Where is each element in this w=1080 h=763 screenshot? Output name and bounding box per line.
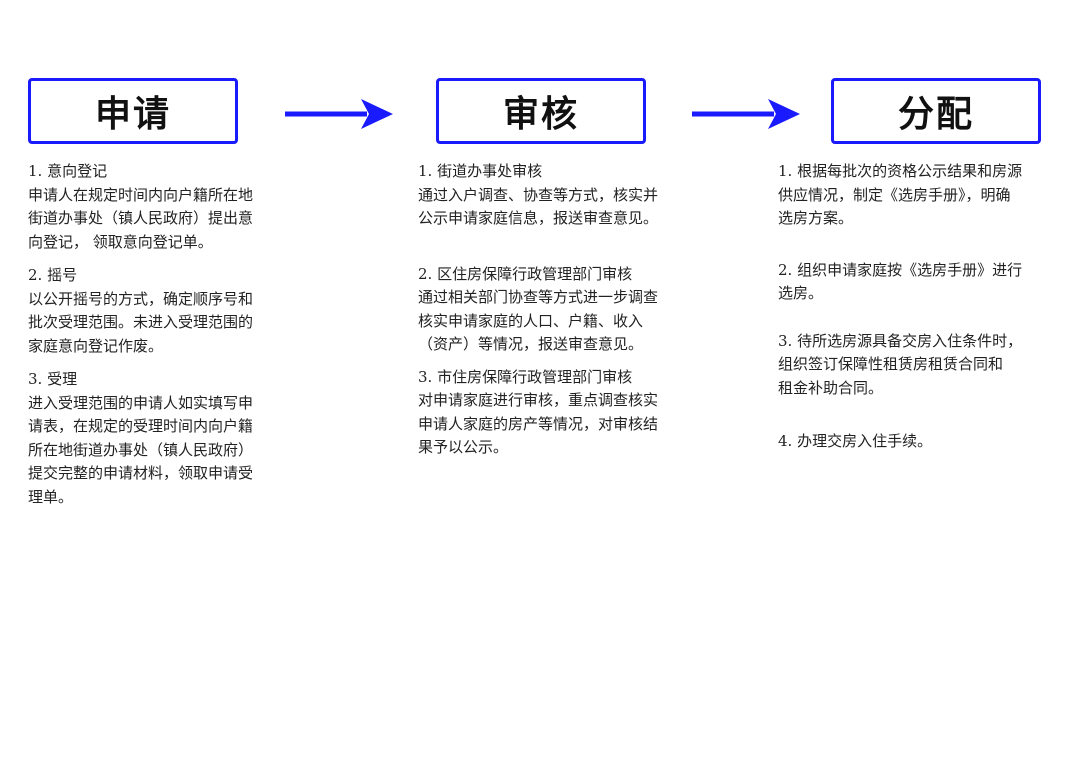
step-description: 1. 根据每批次的资格公示结果和房源 供应情况，制定《选房手册》，明确 选房方案… [778, 162, 1023, 227]
stage-box-apply: 申请 [28, 78, 238, 144]
step-heading: 3. 受理 [28, 370, 78, 388]
step-heading: 2. 摇号 [28, 266, 78, 284]
apply-steps: 1. 意向登记 申请人在规定时间内向户籍所在地 街道办事处（镇人民政府）提出意 … [28, 160, 318, 509]
allocate-step: 2. 组织申请家庭按《选房手册》进行 选房。 [778, 259, 1073, 306]
stage-box-review: 审核 [436, 78, 646, 144]
step-description: 申请人在规定时间内向户籍所在地 街道办事处（镇人民政府）提出意 向登记， 领取意… [28, 185, 254, 251]
step-description: 4. 办理交房入住手续。 [778, 432, 933, 450]
allocate-step: 3. 待所选房源具备交房入住条件时， 组织签订保障性租赁房租赁合同和 租金补助合… [778, 330, 1073, 401]
stage-box-allocate: 分配 [831, 78, 1041, 144]
step-description: 以公开摇号的方式，确定顺序号和 批次受理范围。未进入受理范围的 家庭意向登记作废… [28, 289, 254, 355]
arrow-right-icon [285, 99, 393, 129]
apply-step: 2. 摇号 以公开摇号的方式，确定顺序号和 批次受理范围。未进入受理范围的 家庭… [28, 264, 318, 358]
apply-step: 1. 意向登记 申请人在规定时间内向户籍所在地 街道办事处（镇人民政府）提出意 … [28, 160, 318, 254]
stage-title-review: 审核 [502, 94, 579, 135]
apply-step: 3. 受理 进入受理范围的申请人如实填写申 请表，在规定的受理时间内向户籍 所在… [28, 368, 318, 509]
allocate-step: 4. 办理交房入住手续。 [778, 430, 1073, 454]
step-description: 进入受理范围的申请人如实填写申 请表，在规定的受理时间内向户籍 所在地街道办事处… [28, 393, 254, 506]
allocate-steps: 1. 根据每批次的资格公示结果和房源 供应情况，制定《选房手册》，明确 选房方案… [778, 160, 1073, 454]
step-heading: 1. 意向登记 [28, 162, 108, 180]
step-description: 3. 待所选房源具备交房入住条件时， 组织签订保障性租赁房租赁合同和 租金补助合… [778, 331, 1023, 397]
review-step: 1. 街道办事处审核 通过入户调查、协查等方式，核实并 公示申请家庭信息，报送审… [418, 160, 718, 231]
arrow-right-icon [692, 99, 800, 129]
allocate-step: 1. 根据每批次的资格公示结果和房源 供应情况，制定《选房手册》，明确 选房方案… [778, 160, 1073, 231]
step-heading: 3. 市住房保障行政管理部门审核 [418, 367, 633, 386]
review-steps: 1. 街道办事处审核 通过入户调查、协查等方式，核实并 公示申请家庭信息，报送审… [418, 160, 718, 460]
step-description: 通过入户调查、协查等方式，核实并 公示申请家庭信息，报送审查意见。 [418, 185, 659, 228]
review-step: 3. 市住房保障行政管理部门审核 对申请家庭进行审核，重点调查核实 申请人家庭的… [418, 366, 718, 460]
step-heading: 2. 区住房保障行政管理部门审核 [418, 264, 633, 283]
review-step: 2. 区住房保障行政管理部门审核 通过相关部门协查等方式进一步调查 核实申请家庭… [418, 263, 718, 357]
stage-title-apply: 申请 [94, 94, 171, 135]
step-description: 2. 组织申请家庭按《选房手册》进行 选房。 [778, 260, 1023, 303]
stage-title-allocate: 分配 [897, 94, 974, 135]
step-heading: 1. 街道办事处审核 [418, 162, 543, 180]
step-description: 对申请家庭进行审核，重点调查核实 申请人家庭的房产等情况，对审核结 果予以公示。 [418, 391, 659, 456]
step-description: 通过相关部门协查等方式进一步调查 核实申请家庭的人口、户籍、收入 （资产）等情况… [418, 288, 659, 353]
